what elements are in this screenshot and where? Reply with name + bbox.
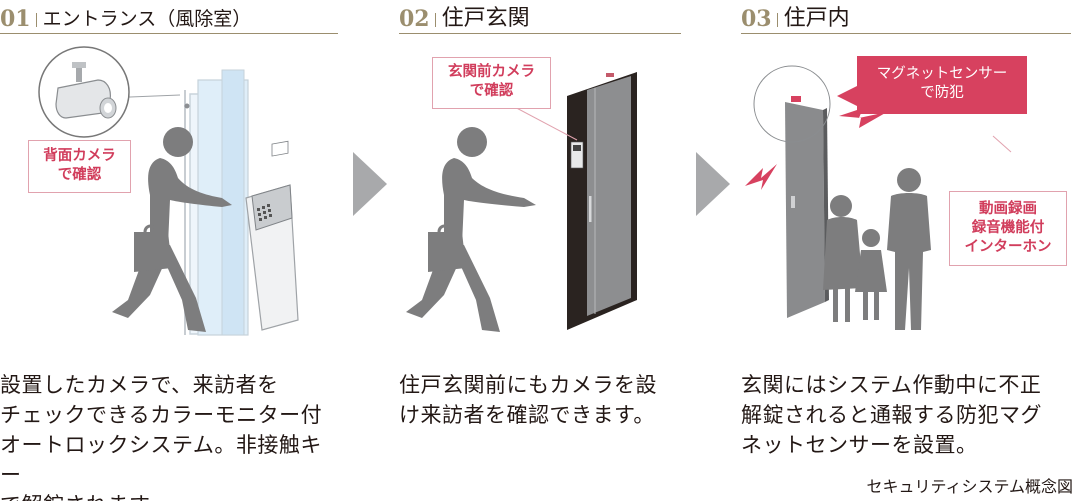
step-2-separator — [434, 13, 436, 27]
step-1-caption-line: オートロックシステム。非接触キー — [0, 433, 322, 487]
step-3-heading: 03 住戸内 — [741, 2, 850, 32]
visitor-silhouette — [112, 127, 232, 332]
door-camera-callout-line-2: で確認 — [469, 83, 514, 99]
step-3-caption-line: 解錠されると通報する防犯マグ — [741, 403, 1042, 427]
interphone-callout-line-2: 録音機能付 — [971, 220, 1045, 236]
rear-camera-callout: 背面カメラ で確認 — [28, 140, 131, 193]
step-2-number: 02 — [399, 6, 430, 32]
interior-door — [785, 96, 829, 318]
step-2-title: 住戸玄関 — [441, 6, 530, 31]
step-3-caption-line: 玄関にはシステム作動中に不正 — [741, 373, 1042, 397]
step-2-caption: 住戸玄関前にもカメラを設 け来訪者を確認できます。 — [399, 370, 689, 430]
visitor-silhouette — [406, 127, 536, 332]
step-1-separator — [35, 13, 37, 27]
entrance-scene — [38, 46, 299, 336]
family-silhouette — [823, 168, 931, 330]
step-1-caption: 設置したカメラで、来訪者を チェックできるカラーモニター付 オートロックシステム… — [0, 370, 340, 501]
unit-interior-scene — [745, 65, 1012, 330]
step-3-separator — [776, 13, 778, 27]
step-2-caption-line: け来訪者を確認できます。 — [399, 403, 655, 427]
step-3-caption: 玄関にはシステム作動中に不正 解錠されると通報する防犯マグ ネットセンサーを設置… — [741, 370, 1081, 460]
lightning-icon — [839, 108, 887, 128]
step-1-number: 01 — [0, 6, 31, 32]
step-2-heading: 02 住戸玄関 — [399, 2, 530, 32]
step-3-number: 03 — [741, 6, 772, 32]
security-camera-icon — [38, 46, 130, 138]
step-3: 03 住戸内 — [741, 0, 1081, 501]
interphone-callout-line-1: 動画録画 — [979, 201, 1037, 217]
step-2-rule — [399, 33, 681, 34]
step-arrow-icon — [696, 152, 730, 216]
intercom-panel — [245, 140, 299, 331]
step-1-caption-line: 設置したカメラで、来訪者を — [0, 373, 279, 397]
unit-front-door — [567, 72, 637, 330]
magnet-sensor-callout: マグネットセンサー で防犯 — [857, 56, 1027, 114]
step-1-heading: 01 エントランス（風除室） — [0, 2, 251, 32]
step-1: 01 エントランス（風除室） — [0, 0, 340, 501]
step-1-caption-line: で解錠されます。 — [0, 490, 340, 501]
interphone-leader-line — [992, 135, 1012, 153]
magnet-sensor-callout-tail — [837, 86, 857, 106]
rear-camera-callout-line-1: 背面カメラ — [43, 148, 116, 164]
magnet-sensor-callout-line-1: マグネットセンサー — [876, 66, 1008, 82]
unit-door-scene — [406, 72, 637, 332]
step-3-caption-line: ネットセンサーを設置。 — [741, 433, 978, 457]
step-arrow-icon — [353, 152, 387, 216]
step-2: 02 住戸玄関 玄関前カメラ で確認 住戸玄関前にもカメラ — [399, 0, 689, 501]
door-camera-callout: 玄関前カメラ で確認 — [432, 57, 551, 109]
interphone-callout: 動画録画 録音機能付 インターホン — [949, 191, 1067, 266]
sensor-highlight-circle — [753, 65, 831, 143]
diagram-footnote: セキュリティシステム概念図 — [866, 477, 1073, 496]
door-camera-callout-line-1: 玄関前カメラ — [448, 64, 535, 80]
step-1-caption-line: チェックできるカラーモニター付 — [0, 403, 323, 427]
step-2-caption-line: 住戸玄関前にもカメラを設 — [399, 373, 657, 397]
step-3-title: 住戸内 — [783, 6, 850, 31]
interphone-callout-line-3: インターホン — [964, 239, 1052, 255]
step-1-rule — [0, 33, 338, 34]
lightning-icon — [745, 164, 777, 190]
magnet-sensor-callout-line-2: で防犯 — [920, 85, 964, 101]
rear-camera-callout-line-2: で確認 — [57, 167, 102, 183]
step-3-rule — [741, 33, 1071, 34]
door-camera-leader-line — [508, 103, 578, 141]
step-1-title: エントランス（風除室） — [42, 8, 252, 30]
